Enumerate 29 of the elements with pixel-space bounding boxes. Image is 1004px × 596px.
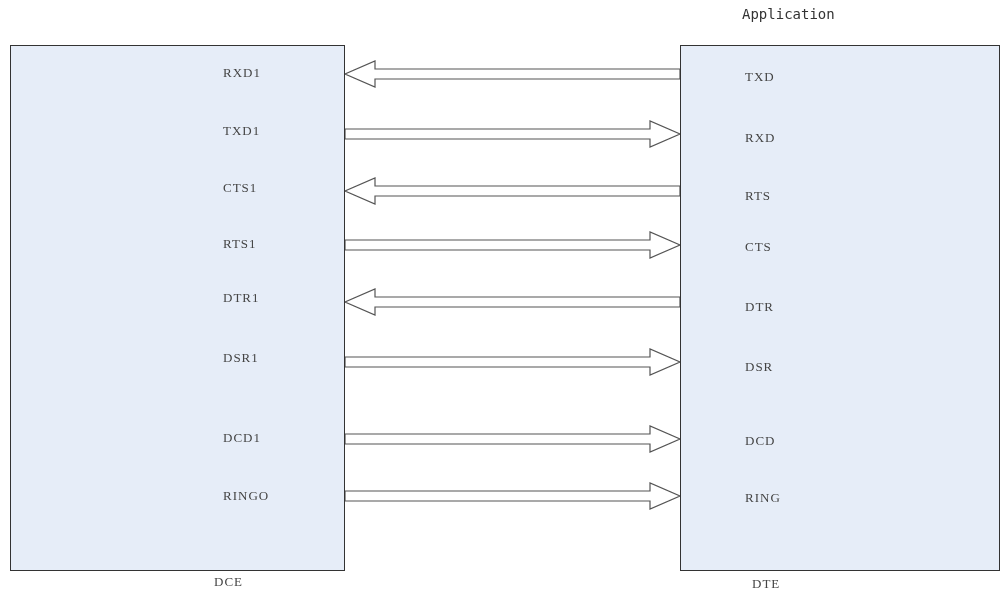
pin-label: RXD (681, 126, 999, 150)
pin-label: CTS (681, 235, 999, 259)
pin-label: TXD (681, 65, 999, 89)
device-heading: Application (742, 6, 835, 22)
pin-label: RTS (681, 184, 999, 208)
pin-label: RXD1 (11, 61, 344, 85)
pin-label: DCD (681, 429, 999, 453)
block-arrow (344, 231, 682, 259)
pin-label: DTR (681, 295, 999, 319)
pin-label: DSR1 (11, 346, 344, 370)
block-arrow (343, 288, 681, 316)
block-arrow (344, 120, 682, 148)
block-arrow (344, 348, 682, 376)
block-arrow (344, 425, 682, 453)
pin-label: RTS1 (11, 232, 344, 256)
device-role-label: DCE (214, 574, 243, 590)
pin-label: RINGO (11, 484, 344, 508)
pin-label: DTR1 (11, 286, 344, 310)
pin-label: TXD1 (11, 119, 344, 143)
block-arrow (343, 60, 681, 88)
pin-label: DSR (681, 355, 999, 379)
block-box (10, 45, 345, 571)
device-box (680, 45, 1000, 571)
device-role-label: DTE (752, 576, 781, 592)
block-arrow (343, 177, 681, 205)
pin-label: CTS1 (11, 176, 344, 200)
pin-label: RING (681, 486, 999, 510)
block-arrow (344, 482, 682, 510)
pin-label: DCD1 (11, 426, 344, 450)
